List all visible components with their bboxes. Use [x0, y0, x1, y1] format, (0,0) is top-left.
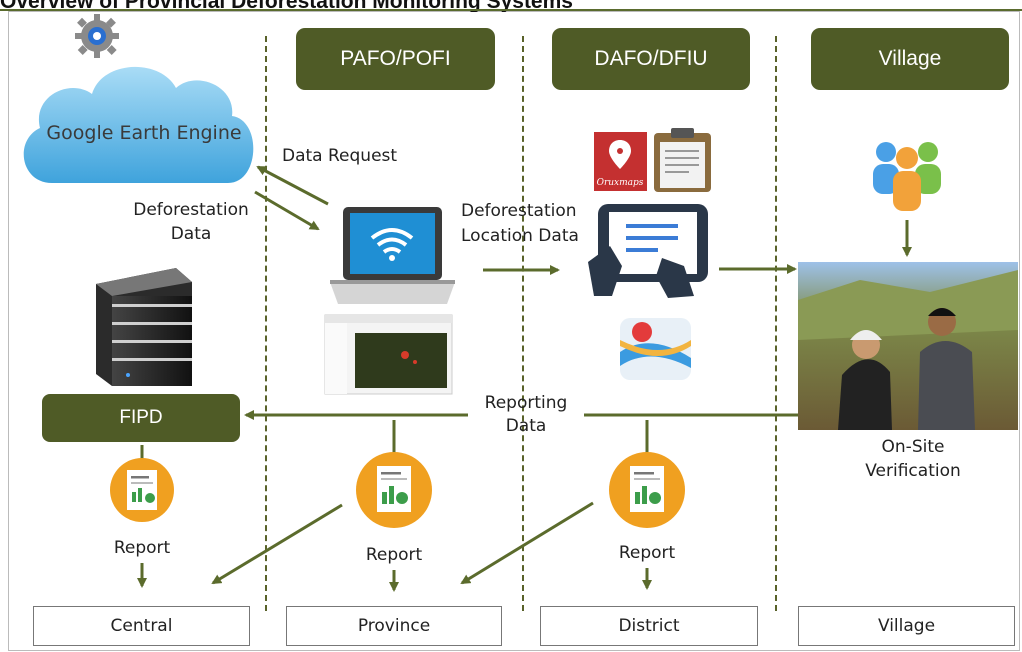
bottom-box-village: Village	[798, 606, 1015, 646]
label-deforestation-data-2: Data	[170, 224, 212, 244]
lane-divider-district-village	[775, 36, 777, 611]
lane-divider-central-province	[265, 36, 267, 611]
report-label-province: Report	[365, 545, 423, 565]
report-icon-province	[356, 452, 432, 528]
bottom-box-district: District	[540, 606, 758, 646]
server-icon	[96, 268, 192, 386]
oruxmaps-label: Oruxmaps	[597, 178, 644, 188]
header-dafo-dfiu: DAFO/DFIU	[552, 28, 750, 90]
gear-icon	[75, 14, 119, 58]
label-reporting-data-2: Data	[505, 416, 547, 436]
report-icon-district	[609, 452, 685, 528]
report-label-central: Report	[113, 538, 171, 558]
label-onsite-1: On-Site	[881, 437, 945, 457]
bottom-box-province: Province	[286, 606, 502, 646]
bottom-box-central: Central	[33, 606, 250, 646]
arrow-data-request	[256, 165, 329, 206]
oruxmaps-icon	[594, 132, 647, 191]
fipd-box: FIPD	[42, 394, 240, 442]
header-pafo-pofi: PAFO/POFI	[296, 28, 495, 90]
label-deforestation-data-1: Deforestation	[133, 200, 249, 220]
flow-arrows	[137, 165, 912, 592]
title-underline	[0, 9, 1022, 11]
field-verification-photo	[798, 262, 1018, 430]
report-label-district: Report	[618, 543, 676, 563]
google-earth-engine-label: Google Earth Engine	[46, 122, 241, 144]
arrow-district-to-province	[460, 501, 594, 585]
report-icon-central	[110, 458, 174, 522]
label-reporting-data-1: Reporting	[484, 393, 568, 413]
clipboard-icon	[654, 128, 711, 192]
map-location-icon	[620, 318, 691, 380]
laptop-icon	[330, 207, 455, 304]
arrow-deforestation-data	[254, 190, 320, 231]
tablet-icon	[588, 204, 708, 298]
gis-screenshot	[324, 314, 453, 395]
cloud-icon	[23, 66, 254, 183]
people-icon	[873, 142, 941, 211]
arrow-province-to-central	[211, 503, 343, 585]
label-location-data-1: Deforestation	[461, 201, 577, 221]
label-location-data-2: Location Data	[461, 226, 579, 246]
header-village: Village	[811, 28, 1009, 90]
label-onsite-2: Verification	[865, 461, 961, 481]
lane-divider-province-district	[522, 36, 524, 611]
label-data-request: Data Request	[282, 146, 398, 166]
